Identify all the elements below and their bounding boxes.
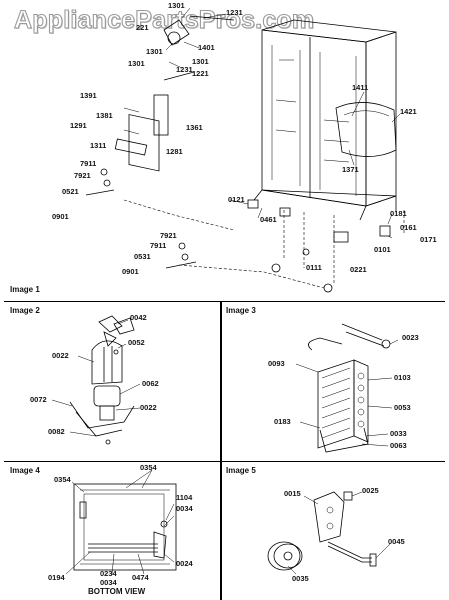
image-2-drawing <box>51 315 141 445</box>
part-label: 1401 <box>198 43 215 52</box>
part-label: 7921 <box>160 231 177 240</box>
image-1-title: Image 1 <box>10 285 40 294</box>
panel-image-3: Image 3 0023 0093 0103 0053 0183 0033 00… <box>221 302 445 462</box>
image-5-title: Image 5 <box>226 466 256 475</box>
part-label: 0354 <box>54 475 71 484</box>
part-label: 1291 <box>70 121 87 130</box>
part-label: 0022 <box>52 351 69 360</box>
image-5-drawing <box>267 491 391 575</box>
part-label: 1411 <box>352 83 369 92</box>
part-label: 0025 <box>362 486 379 495</box>
part-label: 1421 <box>400 107 417 116</box>
image-1-drawing <box>85 7 405 293</box>
part-label: 0221 <box>350 265 367 274</box>
image-4-title: Image 4 <box>10 466 40 475</box>
part-label: 0121 <box>228 195 245 204</box>
cabinet-outline <box>253 19 397 221</box>
ice-bin-part <box>335 102 397 157</box>
part-label: 0042 <box>130 313 147 322</box>
part-label: 0521 <box>62 187 79 196</box>
part-label: 0045 <box>388 537 405 546</box>
part-label: 0015 <box>284 489 301 498</box>
part-label: 0063 <box>390 441 407 450</box>
part-label: 0234 <box>100 569 117 578</box>
part-label: 0183 <box>274 417 291 426</box>
part-label: 0101 <box>374 245 391 254</box>
part-label: 0062 <box>142 379 159 388</box>
part-label: 7911 <box>150 241 167 250</box>
part-label: 0035 <box>292 574 309 583</box>
panel-image-5: Image 5 0015 0025 0045 0035 <box>221 462 445 600</box>
part-label: 0072 <box>30 395 47 404</box>
image-2-title: Image 2 <box>10 306 40 315</box>
image-3-title: Image 3 <box>226 306 256 315</box>
part-label: 1231 <box>176 65 193 74</box>
image-4-drawing <box>65 469 177 575</box>
part-label: 0111 <box>306 263 322 272</box>
part-label: 1311 <box>90 141 107 150</box>
part-label: 1221 <box>192 69 209 78</box>
part-label: 0461 <box>260 215 277 224</box>
part-label: 1104 <box>176 493 193 502</box>
part-label: 1231 <box>226 8 243 17</box>
part-label: 1361 <box>186 123 203 132</box>
bottom-view-caption: BOTTOM VIEW <box>88 587 146 596</box>
part-label: 1301 <box>146 47 163 56</box>
part-label: 1301 <box>192 57 209 66</box>
part-label: 0024 <box>176 559 193 568</box>
part-label: 0901 <box>122 267 139 276</box>
part-label: 0034 <box>100 578 117 587</box>
part-label: 0034 <box>176 504 193 513</box>
part-label: 0181 <box>390 209 407 218</box>
image-3-drawing <box>295 323 399 453</box>
panel-image-2: Image 2 0042 0052 0022 0062 0072 0022 00… <box>4 302 221 462</box>
panel-image-1: Image 1 1301 1231 221 1301 1401 1301 122… <box>4 0 445 302</box>
part-label: 1301 <box>128 59 145 68</box>
part-label: 221 <box>136 23 149 32</box>
part-label: 0474 <box>132 573 149 582</box>
part-label: 0022 <box>140 403 157 412</box>
part-label: 0103 <box>394 373 411 382</box>
part-label: 0052 <box>128 338 145 347</box>
coil-fins <box>321 367 365 439</box>
part-label: 0023 <box>402 333 419 342</box>
part-label: 0171 <box>420 235 437 244</box>
part-label: 0161 <box>400 223 417 232</box>
part-label: 0082 <box>48 427 65 436</box>
part-label: 0354 <box>140 463 157 472</box>
part-label: 0053 <box>394 403 411 412</box>
part-label: 7921 <box>74 171 91 180</box>
part-label: 0901 <box>52 212 69 221</box>
part-label: 7911 <box>80 159 97 168</box>
panel-image-4: Image 4 0354 0354 1104 0034 0024 0194 02… <box>4 462 221 600</box>
part-label: 1391 <box>80 91 97 100</box>
part-label: 1301 <box>168 1 185 10</box>
part-label: 1381 <box>96 111 113 120</box>
part-label: 0033 <box>390 429 407 438</box>
part-label: 1371 <box>342 165 359 174</box>
part-label: 0093 <box>268 359 285 368</box>
part-label: 1281 <box>166 147 183 156</box>
part-label: 0531 <box>134 252 151 261</box>
part-label: 0194 <box>48 573 65 582</box>
